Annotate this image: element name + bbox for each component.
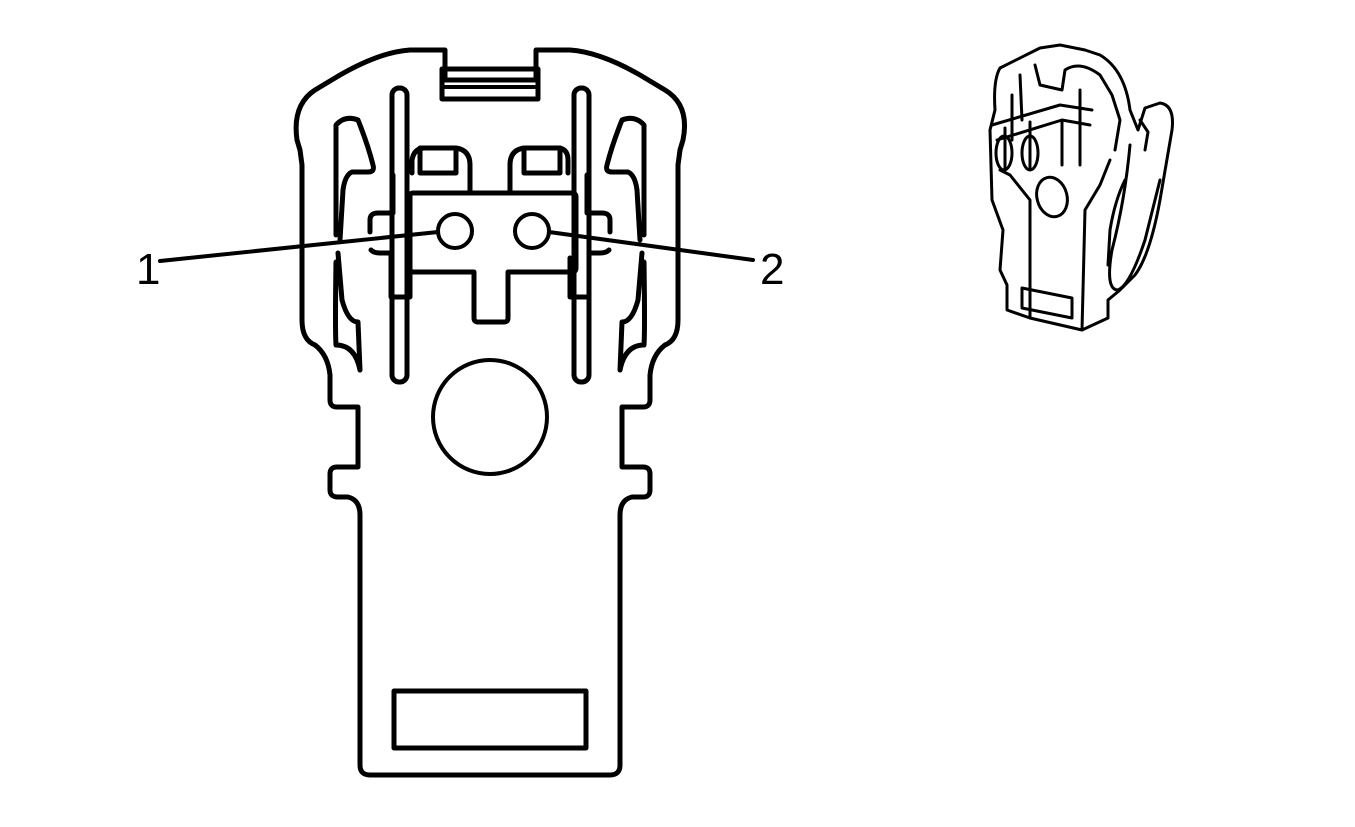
iso-top-latch — [1033, 63, 1122, 152]
iso-label-window — [1020, 286, 1074, 320]
left-lock-arm — [333, 115, 376, 373]
iso-center-hole — [1035, 175, 1069, 219]
leader-line-2 — [547, 230, 755, 262]
iso-pin-2 — [1020, 134, 1040, 172]
terminal-housing-left — [409, 145, 473, 196]
right-bracket — [567, 172, 613, 300]
callout-label-1: 1 — [136, 245, 160, 294]
connector-isometric-view — [988, 43, 1174, 332]
connector-face-view — [293, 47, 687, 778]
pin-2 — [513, 212, 551, 250]
callout-1: 1 — [136, 230, 440, 294]
terminal-tab-left — [417, 145, 459, 176]
iso-body — [988, 43, 1174, 332]
iso-terminals — [990, 73, 1094, 172]
pin-block — [407, 190, 579, 325]
terminal-tab-right — [521, 145, 563, 176]
leader-line-1 — [158, 230, 440, 263]
iso-pin-1 — [994, 134, 1014, 172]
iso-lock-arm — [1106, 118, 1162, 292]
label-window — [391, 688, 589, 751]
center-hole — [431, 358, 549, 476]
callout-2: 2 — [547, 230, 784, 294]
terminal-housing-right — [507, 145, 571, 196]
top-latch-slot — [439, 66, 541, 102]
pin-1 — [436, 212, 474, 250]
callout-label-2: 2 — [760, 245, 784, 294]
iso-front-face — [998, 158, 1112, 332]
right-lock-arm — [604, 115, 647, 373]
left-bracket — [367, 172, 413, 300]
connector-body-outline — [293, 47, 687, 778]
